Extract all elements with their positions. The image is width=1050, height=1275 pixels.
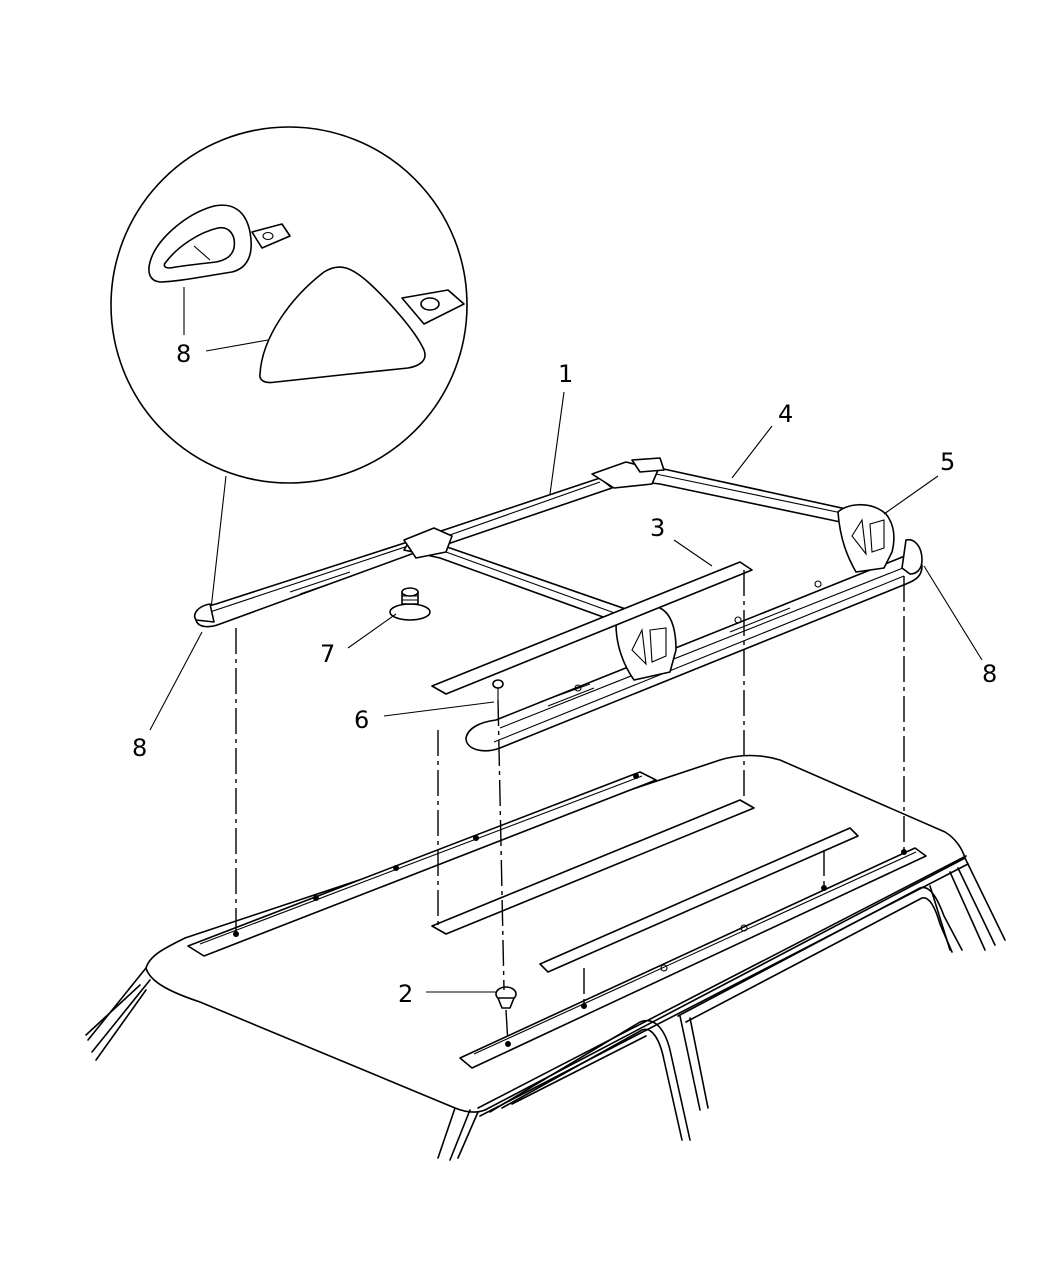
callout-7: 7 — [320, 640, 335, 668]
large-end-cap-icon — [259, 266, 465, 384]
callout-8-left: 8 — [132, 734, 147, 762]
callout-1: 1 — [558, 360, 573, 388]
nut-2-icon — [495, 986, 517, 1009]
callout-6: 6 — [354, 706, 369, 734]
callout-8-detail: 8 — [176, 340, 191, 368]
callout-2: 2 — [398, 980, 413, 1008]
callout-4: 4 — [778, 400, 793, 428]
vehicle-roof — [85, 754, 1006, 1161]
callout-labels: 1 2 3 4 5 6 7 8 8 8 — [132, 340, 997, 1008]
small-end-cap-icon — [148, 204, 291, 283]
alignment-lines — [235, 570, 905, 1045]
callout-5: 5 — [940, 448, 955, 476]
callout-8-right: 8 — [982, 660, 997, 688]
leader-lines — [149, 391, 983, 993]
detail-view-end-caps — [110, 126, 468, 619]
callout-3: 3 — [650, 514, 665, 542]
stud-7-icon — [389, 587, 431, 621]
roof-rack-assembly — [194, 457, 923, 752]
screw-6-icon — [492, 679, 504, 700]
